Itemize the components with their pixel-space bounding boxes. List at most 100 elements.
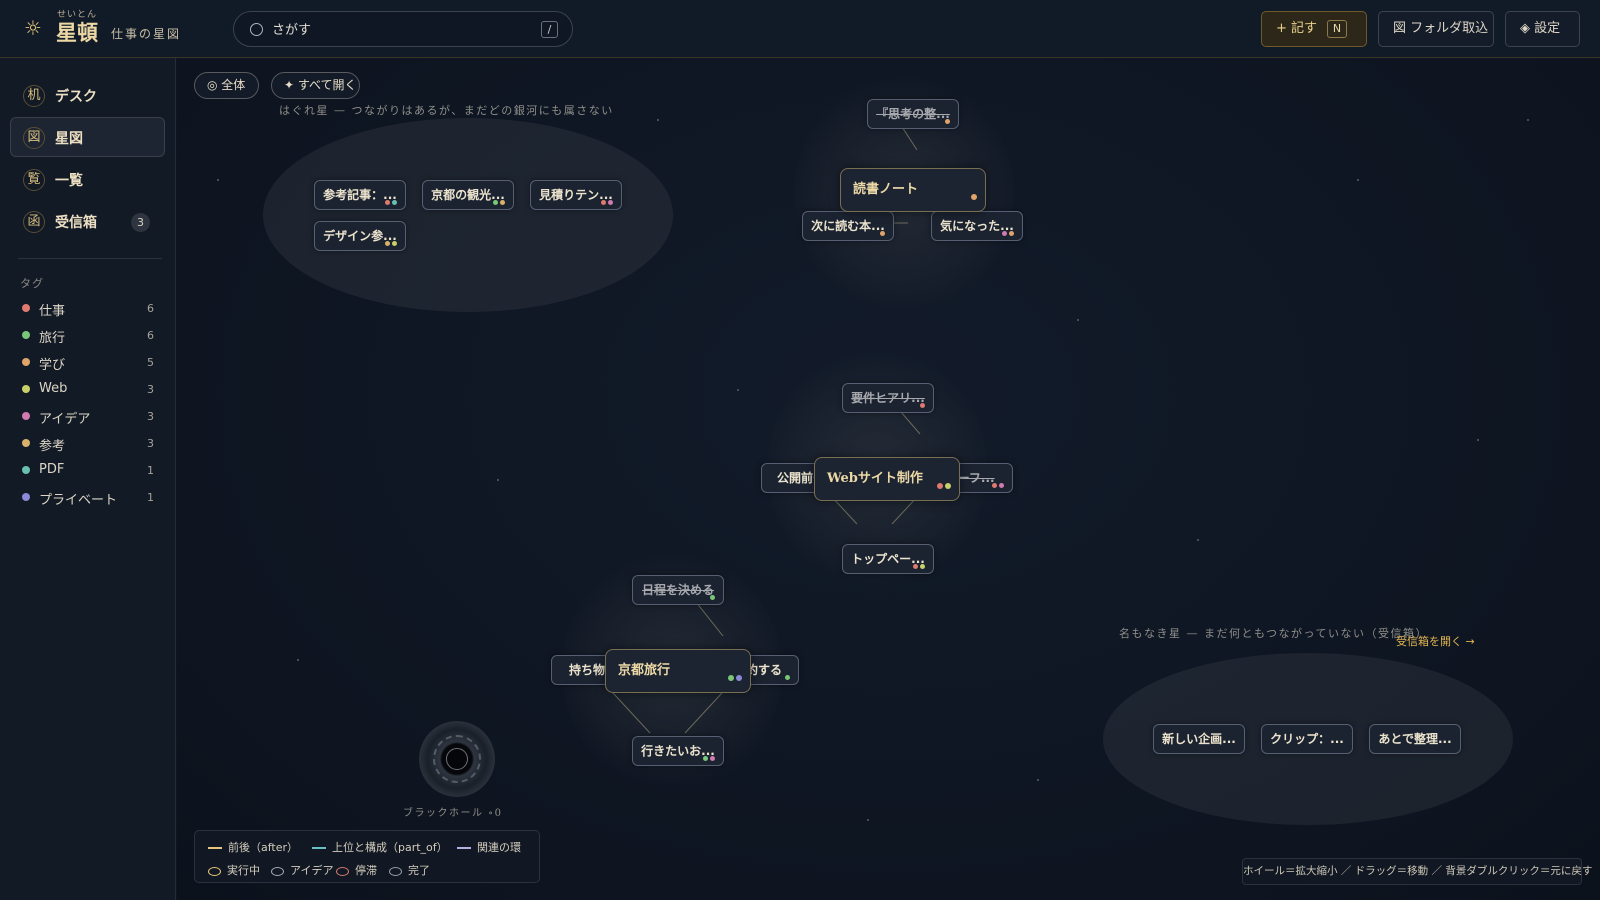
galaxy-hub-label: 読書ノート — [853, 182, 919, 197]
galaxy-hub-website[interactable]: Webサイト制作 — [814, 457, 960, 501]
nav-item-star-map[interactable]: 図 星図 — [10, 117, 165, 157]
tag-item-web[interactable]: Web 3 — [22, 380, 154, 400]
tag-count: 5 — [147, 356, 154, 369]
galaxy-hub-kyoto-trip[interactable]: 京都旅行 — [605, 649, 751, 693]
tag-count: 6 — [147, 329, 154, 342]
tag-dot — [1009, 231, 1014, 236]
note-card-label: 京都の観光... — [431, 188, 505, 202]
inbox-note-card[interactable]: クリップ：... — [1261, 724, 1353, 754]
settings-button[interactable]: ◈ 設定 — [1505, 11, 1580, 47]
background-star — [867, 819, 869, 821]
open-inbox-link[interactable]: 受信箱を開く → — [1396, 635, 1475, 648]
legend-line-swatch — [457, 847, 471, 849]
note-card[interactable]: デザイン参... — [314, 221, 406, 251]
tag-label: Web — [39, 381, 68, 396]
note-card[interactable]: 参考記事：... — [314, 180, 406, 210]
nav-label: 星図 — [55, 131, 83, 147]
tag-dot — [601, 200, 606, 205]
note-card[interactable]: 気になった... — [931, 211, 1023, 241]
note-card[interactable]: 日程を決める — [632, 575, 724, 605]
tag-dot — [736, 675, 742, 681]
galaxy-hub-reading-notes[interactable]: 読書ノート — [840, 168, 986, 212]
nav-label: 受信箱 — [55, 215, 97, 231]
note-card[interactable]: 要件ヒアリ... — [842, 383, 934, 413]
tag-dot — [945, 483, 951, 489]
nav-label: デスク — [55, 89, 97, 105]
tag-label: 参考 — [39, 439, 66, 454]
nav-item-list[interactable]: 覧 一覧 — [10, 159, 165, 199]
note-card[interactable]: 見積りテン... — [530, 180, 622, 210]
tag-dot — [880, 231, 885, 236]
tag-item-travel[interactable]: 旅行 6 — [22, 326, 154, 346]
note-card-label: 『思考の整... — [876, 107, 950, 121]
tag-color-dot — [22, 439, 30, 447]
black-hole-icon[interactable] — [419, 721, 495, 797]
tag-count: 6 — [147, 302, 154, 315]
sidebar-divider — [18, 258, 162, 259]
brand-title: 星頓 — [56, 20, 98, 45]
stray-stars-cloud — [263, 118, 673, 312]
tag-dots — [935, 465, 951, 507]
tag-dots — [383, 187, 397, 209]
write-button-label: + 記す — [1276, 21, 1318, 36]
inbox-note-card[interactable]: あとで整理... — [1369, 724, 1461, 754]
search-icon — [250, 23, 263, 36]
tag-item-private[interactable]: プライベート 1 — [22, 488, 154, 508]
inbox-note-card[interactable]: 新しい企画... — [1153, 724, 1245, 754]
search-box[interactable]: / — [233, 11, 573, 47]
tag-item-reference[interactable]: 参考 3 — [22, 434, 154, 454]
legend-label: 前後（after） — [228, 841, 299, 854]
tag-dot — [999, 483, 1004, 488]
sidebar: 机 デスク 図 星図 覧 一覧 函 受信箱 3 タグ 仕事 6 旅行 6 学び … — [0, 58, 176, 900]
legend-label: 関連の環 — [477, 841, 521, 854]
note-card[interactable]: 行きたいお... — [632, 736, 724, 766]
view-all-button[interactable]: ◎ 全体 — [194, 72, 259, 99]
nav-item-inbox[interactable]: 函 受信箱 3 — [10, 201, 165, 241]
tag-dot — [945, 119, 950, 124]
legend-oval-swatch — [389, 866, 402, 876]
star-map-canvas[interactable]: ◎ 全体 ✦ すべて開く はぐれ星 — つながりはあるが、まだどの銀河にも属さな… — [177, 59, 1600, 900]
tag-color-dot — [22, 493, 30, 501]
edge-line — [612, 692, 651, 734]
tag-item-work[interactable]: 仕事 6 — [22, 299, 154, 319]
legend-active: 実行中 — [208, 862, 260, 878]
search-input[interactable] — [272, 20, 512, 40]
tag-color-dot — [22, 304, 30, 312]
background-star — [1527, 119, 1529, 121]
tag-dot — [392, 241, 397, 246]
tag-dots — [491, 187, 505, 209]
brand-ruby: せいとん — [57, 10, 98, 20]
legend-label: 実行中 — [227, 864, 260, 877]
tag-color-dot — [22, 412, 30, 420]
legend-stalled: 停滞 — [336, 862, 377, 878]
note-card-label: クリップ：... — [1270, 732, 1344, 746]
tag-item-idea[interactable]: アイデア 3 — [22, 407, 154, 427]
legend-oval-swatch — [208, 866, 221, 876]
tag-count: 1 — [147, 464, 154, 477]
tag-item-pdf[interactable]: PDF 1 — [22, 461, 154, 481]
nav-item-desk[interactable]: 机 デスク — [10, 75, 165, 115]
tag-item-learning[interactable]: 学び 5 — [22, 353, 154, 373]
note-card[interactable]: 京都の観光... — [422, 180, 514, 210]
background-star — [1077, 319, 1079, 321]
inbox-icon: 函 — [23, 211, 45, 233]
expand-all-button[interactable]: ✦ すべて開く — [271, 72, 360, 99]
legend-label: 停滞 — [355, 864, 377, 877]
note-card[interactable]: トップペー... — [842, 544, 934, 574]
background-star — [657, 119, 659, 121]
legend-related: 関連の環 — [457, 839, 521, 855]
note-card[interactable]: 『思考の整... — [867, 99, 959, 129]
tag-dots — [701, 743, 715, 765]
tag-dots — [911, 551, 925, 573]
note-card[interactable]: 次に読む本... — [802, 211, 894, 241]
legend-idea: アイデア — [271, 862, 333, 878]
note-card-label: トップペー... — [851, 552, 925, 566]
tag-dots — [990, 470, 1004, 492]
black-hole-label: ブラックホール ∘0 — [403, 808, 503, 819]
folder-import-button[interactable]: 図 フォルダ取込 — [1378, 11, 1494, 47]
tag-dot — [392, 200, 397, 205]
tag-dot — [710, 595, 715, 600]
note-card-label: 気になった... — [940, 219, 1014, 233]
legend-done: 完了 — [389, 862, 430, 878]
